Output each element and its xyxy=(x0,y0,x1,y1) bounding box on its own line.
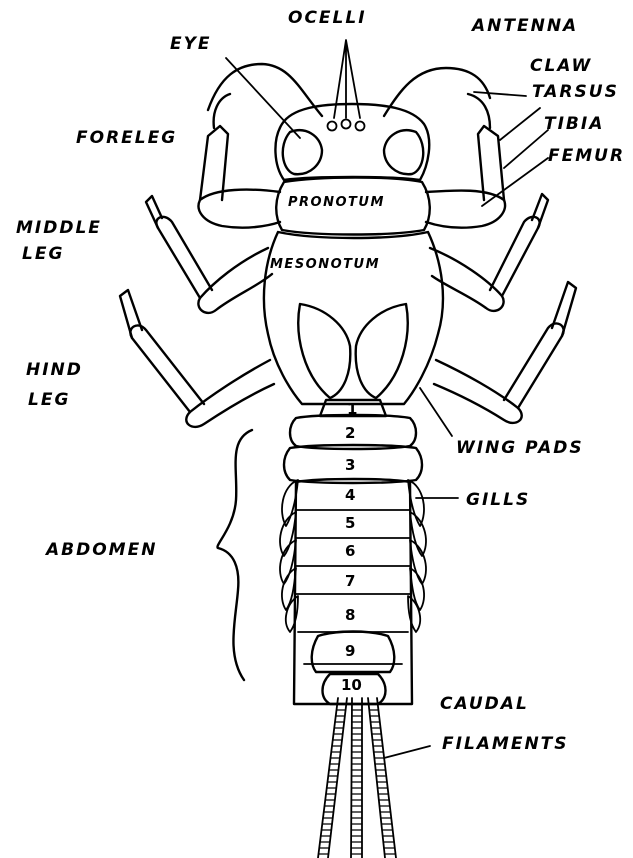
label-hind-leg-2: LEG xyxy=(28,392,70,409)
label-pronotum: PRONOTUM xyxy=(288,196,385,209)
label-gills: GILLS xyxy=(466,492,530,509)
ocellus-middle xyxy=(342,120,351,129)
label-eye: EYE xyxy=(170,36,212,53)
left-hind-leg xyxy=(120,290,274,427)
right-middle-leg xyxy=(430,194,548,311)
label-caudal-1: CAUDAL xyxy=(440,696,529,713)
segment-number-3: 3 xyxy=(345,458,355,473)
label-wing-pads: WING PADS xyxy=(456,440,584,457)
label-femur: FEMUR xyxy=(548,148,625,165)
left-middle-leg xyxy=(146,196,272,313)
segment-number-4: 4 xyxy=(345,488,355,503)
segment-number-1: 1 xyxy=(347,402,357,417)
label-foreleg: FORELEG xyxy=(76,130,177,147)
left-compound-eye xyxy=(283,130,322,174)
label-ocelli: OCELLI xyxy=(288,10,367,27)
segment-number-9: 9 xyxy=(345,644,355,659)
ocellus-right xyxy=(356,122,365,131)
segment-number-6: 6 xyxy=(345,544,355,559)
right-foreleg xyxy=(426,94,505,228)
label-mesonotum: MESONOTUM xyxy=(270,258,380,271)
ocellus-left xyxy=(328,122,337,131)
right-hind-leg xyxy=(434,282,576,423)
label-tibia: TIBIA xyxy=(544,116,604,133)
label-caudal-2: FILAMENTS xyxy=(442,736,569,753)
segment-number-10: 10 xyxy=(341,678,362,693)
label-antenna: ANTENNA xyxy=(472,18,578,35)
head xyxy=(275,104,429,180)
right-wing-pad xyxy=(356,304,408,398)
label-middle-leg-2: LEG xyxy=(22,246,64,263)
label-claw: CLAW xyxy=(530,58,592,75)
label-middle-leg-1: MIDDLE xyxy=(16,220,102,237)
caudal-filaments xyxy=(318,698,396,858)
label-hind-leg-1: HIND xyxy=(26,362,83,379)
segment-number-2: 2 xyxy=(345,426,355,441)
label-abdomen: ABDOMEN xyxy=(46,542,157,559)
segment-number-8: 8 xyxy=(345,608,355,623)
left-wing-pad xyxy=(298,304,350,398)
right-compound-eye xyxy=(384,130,423,174)
segment-number-7: 7 xyxy=(345,574,355,589)
left-foreleg xyxy=(199,94,280,228)
segment-number-5: 5 xyxy=(345,516,355,531)
label-tarsus: TARSUS xyxy=(532,84,619,101)
abdomen-bracket xyxy=(217,430,252,680)
